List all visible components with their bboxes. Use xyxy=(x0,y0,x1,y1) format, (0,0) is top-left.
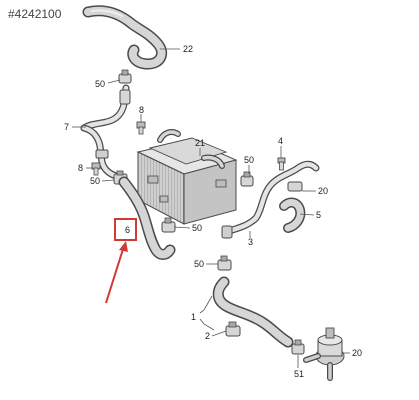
callout-20-b: 20 xyxy=(352,348,362,358)
callout-50-d: 50 xyxy=(192,223,202,233)
callout-50-c: 50 xyxy=(90,176,100,186)
hose-6 xyxy=(118,176,176,260)
callout-1: 1 xyxy=(191,312,196,322)
callout-50-a: 50 xyxy=(95,79,105,89)
callout-50-e: 50 xyxy=(194,259,204,269)
bolt-4 xyxy=(277,157,286,171)
hose-22 xyxy=(82,5,168,70)
hose-1 xyxy=(212,276,294,348)
highlight-arrow-shaft xyxy=(105,245,125,304)
highlight-box xyxy=(114,218,137,241)
callout-2: 2 xyxy=(205,331,210,341)
callout-50-b: 50 xyxy=(244,155,254,165)
leader-lines xyxy=(72,48,350,368)
callout-7: 7 xyxy=(64,122,69,132)
callout-51: 51 xyxy=(294,369,304,379)
callouts: 22 50 8 7 21 4 50 8 50 20 5 6 50 3 50 1 … xyxy=(64,44,362,379)
callout-20-a: 20 xyxy=(318,186,328,196)
bolt-8-lower xyxy=(91,162,101,176)
oil-cooler-21 xyxy=(136,129,238,225)
highlight-arrow-head xyxy=(119,241,128,252)
callout-8-b: 8 xyxy=(78,163,83,173)
callout-3: 3 xyxy=(248,237,253,247)
clamp-50-lower xyxy=(217,255,232,271)
callout-5: 5 xyxy=(316,210,321,220)
pump-20 xyxy=(303,327,345,381)
clamp-50-right xyxy=(240,171,254,187)
callout-8-a: 8 xyxy=(139,105,144,115)
pipe-7 xyxy=(80,84,131,180)
callout-4: 4 xyxy=(278,136,283,146)
bolt-8-upper xyxy=(136,121,146,135)
hose-5 xyxy=(279,197,306,233)
pipe-3 xyxy=(221,160,320,239)
callout-21: 21 xyxy=(195,138,205,148)
clamp-50-hose6 xyxy=(161,217,176,233)
highlight-part-6 xyxy=(105,218,137,304)
clamp-51 xyxy=(291,339,305,355)
callout-6: 6 xyxy=(125,225,130,235)
callout-22: 22 xyxy=(183,44,193,54)
clamp-2 xyxy=(225,321,241,337)
clamp-50-top xyxy=(118,69,132,84)
reference-number: #4242100 xyxy=(8,7,62,21)
